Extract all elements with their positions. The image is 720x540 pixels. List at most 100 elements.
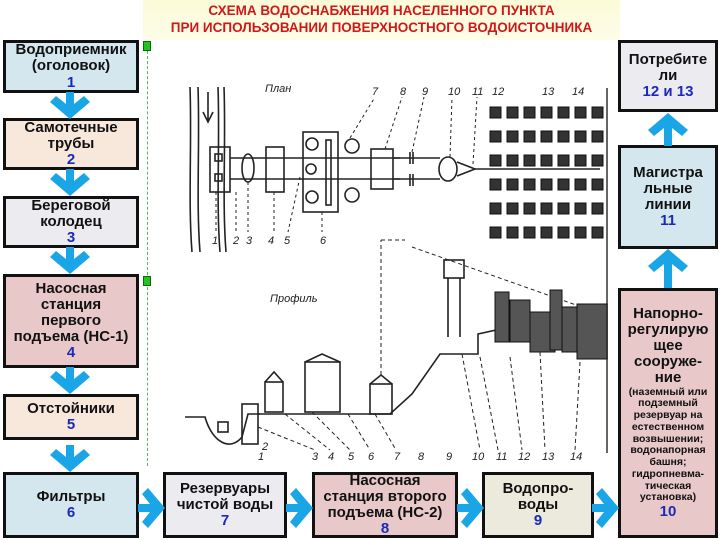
profile-number: 10 [472,451,485,462]
step-label: Фильтры [36,487,106,505]
step-label: Водоприемник [15,41,127,59]
plan-number: 10 [448,86,461,98]
city-block [523,178,536,191]
step-description: башня; [649,456,687,469]
city-block [489,154,502,167]
arrow-up-icon [648,249,688,288]
profile-shore-well [241,403,259,445]
step-label: Отстойники [27,399,115,417]
profile-number: 6 [368,451,375,462]
city-block [574,130,587,143]
selection-handle[interactable] [143,276,151,286]
step-label: Самотечные [24,118,118,136]
selection-guide-line [147,46,148,466]
step-description: подземный [638,397,698,410]
plan-number: 2 [232,235,239,247]
divider-line [606,88,608,453]
city-block [523,226,536,239]
plan-intake-head [214,153,223,162]
profile-number: 11 [496,451,507,462]
profile-number: 14 [570,451,582,462]
step-label: подъема (НС-2) [327,504,443,521]
plan-number: 9 [422,86,428,98]
step-description: возвышении; [632,432,704,445]
step-label: станция [40,295,102,313]
step-clean-water-reservoirs: Резервуары чистой воды 7 [163,472,287,538]
city-block [489,226,502,239]
city-block [489,106,502,119]
profile-river [185,413,260,445]
river-bank [223,86,227,253]
selection-handle[interactable] [143,41,151,51]
step-label: Насосная [349,471,421,489]
plan-treatment [302,131,339,213]
step-label: Потребите [628,50,708,68]
step-description: водонапорная [630,444,706,457]
city-block [506,130,519,143]
profile-number: 5 [348,451,355,462]
step-label: Магистра [633,163,703,181]
step-number: 6 [66,504,76,521]
city-block [540,202,553,215]
plan-number: 13 [542,86,555,98]
plan-reservoir [344,187,360,203]
arrow-down-icon [50,247,90,274]
plan-intake-head [214,173,223,182]
arrow-right-icon [286,488,313,528]
profile-number: 1 [258,451,264,462]
city-block [591,154,604,167]
step-number: 11 [660,212,676,230]
step-label: трубы [47,134,95,152]
river-bank [189,86,193,253]
step-number: 2 [66,151,76,169]
step-label: подъема (НС-1) [13,328,129,346]
city-block [574,226,587,239]
step-label: Водопро- [502,479,574,497]
step-consumers: Потребите ли 12 и 13 [618,40,718,112]
step-number: 1 [66,73,76,91]
step-pressure-regulating-structure: Напорно- регулирую щее сооруже- ние (наз… [618,288,718,538]
step-number: 12 и 13 [642,83,694,101]
step-label: линии [644,196,692,213]
plan-pump-station-1 [265,146,285,193]
profile-number: 4 [328,451,334,462]
step-label: Напорно- [633,304,703,322]
city-block [557,154,570,167]
city-block [540,226,553,239]
step-settling-tanks: Отстойники 5 [3,394,139,440]
step-second-lift-pump-station: Насосная станция второго подъема (НС-2) … [312,472,458,538]
profile-number: 2 [261,441,268,453]
city-block [506,202,519,215]
step-description: резервуар на [633,409,703,422]
step-label: Насосная [35,279,107,297]
city-block [557,130,570,143]
profile-pump-2 [369,383,393,415]
arrow-right-icon [138,488,165,528]
plan-number: 5 [284,235,291,247]
plan-number: 6 [320,235,327,247]
profile-treatment [304,361,341,413]
city-block [506,178,519,191]
profile-buildings [494,289,608,360]
plan-intake [209,146,231,193]
profile-number: 13 [542,451,555,462]
city-block [540,130,553,143]
step-water-mains: Водопро- воды 9 [482,472,594,538]
profile-number: 7 [394,451,401,462]
step-label: щее [653,337,683,355]
city-block [540,178,553,191]
diagram-title: СХЕМА ВОДОСНАБЖЕНИЯ НАСЕЛЕННОГО ПУНКТА П… [143,0,620,40]
city-block [557,178,570,191]
city-block [489,130,502,143]
step-gravity-pipes: Самотечные трубы 2 [3,118,139,170]
river-bank [197,86,201,253]
plan-number: 7 [372,86,379,98]
arrow-down-icon [50,92,90,119]
city-block [591,202,604,215]
city-block [557,202,570,215]
title-line-1: СХЕМА ВОДОСНАБЖЕНИЯ НАСЕЛЕННОГО ПУНКТА [208,3,555,18]
step-label: чистой воды [176,495,274,513]
step-shore-well: Береговой колодец 3 [3,196,139,248]
step-label: Береговой [31,196,111,214]
title-line-2: ПРИ ИСПОЛЬЗОВАНИИ ПОВЕРХНОСТНОГО ВОДОИСТ… [170,20,593,35]
